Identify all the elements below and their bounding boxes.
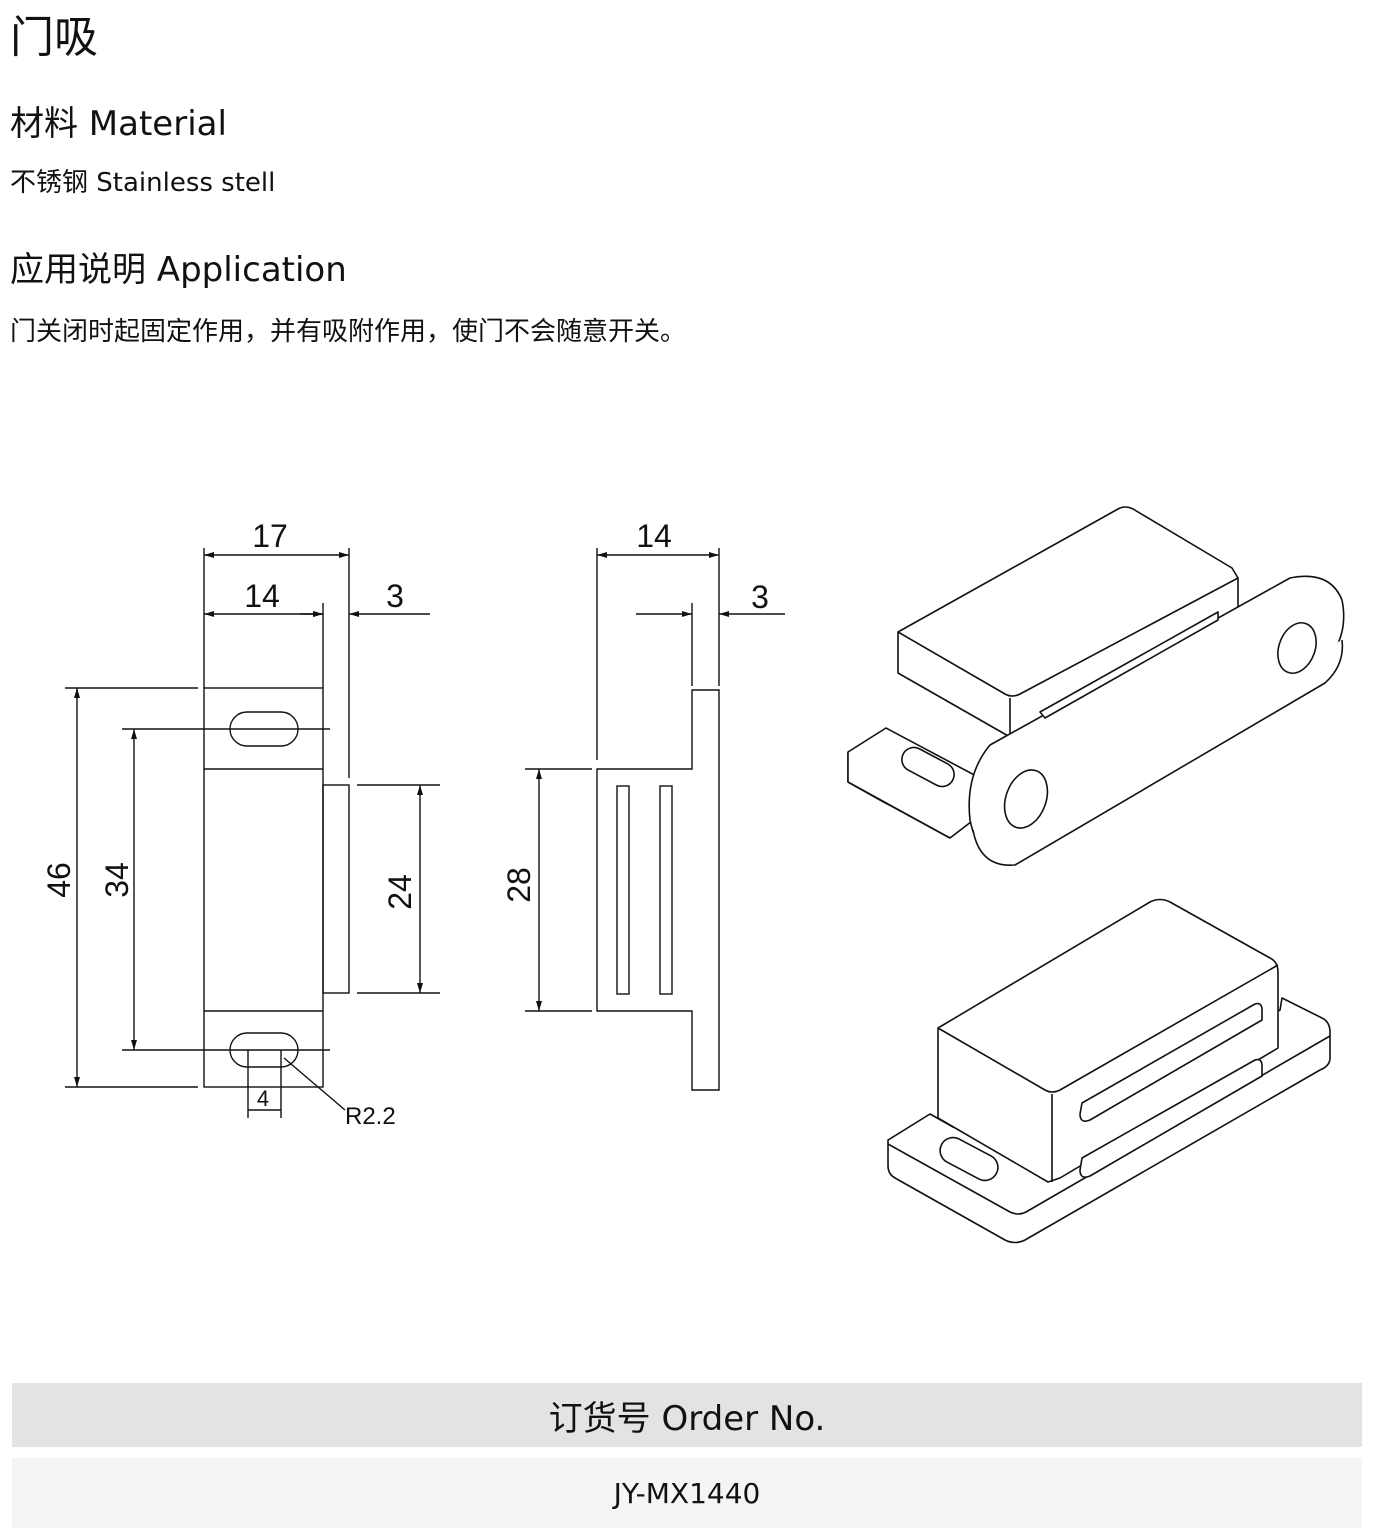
page-title: 门吸	[10, 12, 98, 63]
side-view	[525, 548, 785, 1091]
technical-drawing: 17 14 3 46 34 24 4 R2.2 14 3 28	[41, 506, 1345, 1244]
dim-label-side-3: 3	[751, 579, 769, 615]
application-heading: 应用说明 Application	[10, 250, 347, 290]
order-header-bar: 订货号 Order No.	[12, 1383, 1362, 1447]
dim-label-3: 3	[386, 578, 404, 614]
front-body	[203, 687, 324, 1088]
dim-label-r22: R2.2	[345, 1103, 396, 1130]
order-header-label: 订货号 Order No.	[548, 1398, 826, 1439]
order-number: JY-MX1440	[613, 1476, 761, 1510]
iso-view-with-plate	[847, 506, 1345, 866]
front-view	[65, 548, 440, 1118]
dim-label-28: 28	[501, 867, 537, 903]
dim-label-17: 17	[252, 518, 288, 554]
iso-view-catch	[887, 898, 1331, 1244]
dim-label-14: 14	[244, 578, 280, 614]
dim-label-24: 24	[382, 874, 418, 910]
material-value: 不锈钢 Stainless stell	[10, 168, 276, 198]
order-number-row: JY-MX1440	[12, 1458, 1362, 1528]
material-heading: 材料 Material	[10, 104, 227, 144]
side-view-labels: 14 3 28	[501, 518, 769, 903]
dim-label-46: 46	[41, 862, 77, 898]
side-profile	[596, 689, 720, 1091]
application-text: 门关闭时起固定作用，并有吸附作用，使门不会随意开关。	[10, 317, 687, 347]
front-magnet	[322, 784, 350, 994]
front-view-labels: 17 14 3 46 34 24 4 R2.2	[41, 518, 418, 1130]
dim-label-4: 4	[257, 1086, 269, 1111]
dim-label-side-14: 14	[636, 518, 672, 554]
dim-label-34: 34	[99, 862, 135, 898]
